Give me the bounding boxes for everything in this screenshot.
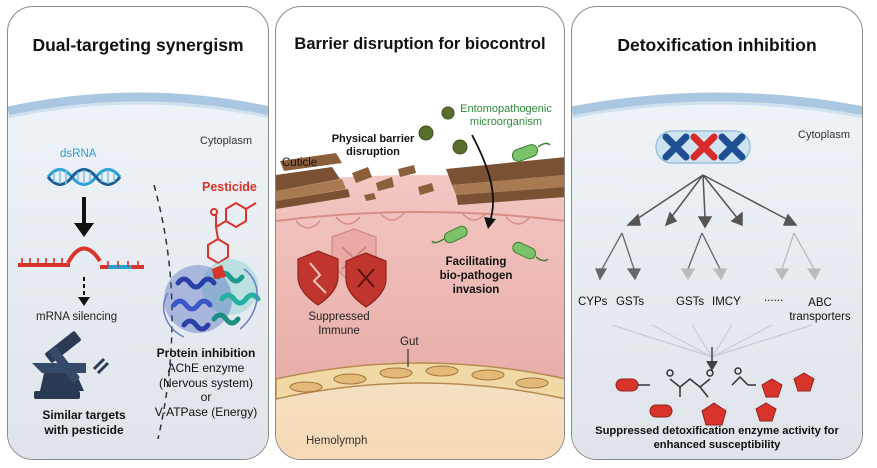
facilitating-line-2: bio-pathogen [439,270,513,282]
similar-targets-line-1: Similar targets [42,408,126,422]
protein-structure-icon [163,259,261,338]
enzyme-cyps: CYPs [578,296,608,308]
dashed-divider [153,184,173,440]
vatpase-label: V-ATPase (Energy) [154,405,258,420]
pesticide-label: Pesticide [202,180,257,194]
facilitating-line-1: Facilitating [445,256,507,268]
invasion-arrow-icon [471,134,496,229]
funnel-arrow-icon [706,347,718,371]
similar-targets-label: Similar targets with pesticide [8,408,160,438]
protein-inhibition-heading: Protein inhibition [156,346,256,360]
facilitating-invasion-label: Facilitating bio-pathogen invasion [426,255,526,297]
cuticle-left [276,153,350,209]
hammer-anvil-icon [32,331,110,399]
nervous-system-label: (Nervous system) [158,375,253,390]
enzyme-imcy: IMCY [712,296,741,308]
facilitating-line-3: invasion [452,284,500,296]
entomopathogenic-label: Entomopathogenic microorganism [446,103,564,129]
enzyme-abc-transporters: ABC transporters [780,296,860,324]
physical-barrier-line-1: Physical barrier [331,133,415,145]
detoxification-graphic [572,92,862,459]
cytoplasm-label: Cytoplasm [200,135,252,147]
physical-barrier-label: Physical barrier disruption [318,133,428,159]
panel-detoxification: Detoxification inhibition Cytoplasm CYPs… [571,6,863,460]
converging-funnel [611,324,813,358]
pesticide-molecule-icon [207,201,257,265]
suppressed-detox-label: Suppressed detoxification enzyme activit… [572,425,862,452]
abc-line-2: transporters [789,311,851,323]
cuticle-label: Cuticle [282,157,318,169]
suppressed-detox-line-2: enhanced susceptibility [653,438,781,451]
dual-targeting-graphic [8,92,268,459]
inhibitor-molecules-icon [615,367,815,426]
mrna-silencing-label: mRNA silencing [36,311,118,323]
dsrna-label: dsRNA [60,148,97,160]
down-arrow-icon [74,197,94,237]
cuticle-right [446,157,564,205]
barrier-disruption-graphic [276,106,564,459]
physical-barrier-line-2: disruption [346,146,400,158]
chromosome-icon [655,130,751,164]
similar-targets-line-2: with pesticide [44,423,124,437]
panel-title-detox: Detoxification inhibition [617,35,817,55]
suppressed-immune-line-2: Immune [318,325,360,337]
cytoplasm-label: Cytoplasm [798,129,850,141]
enzyme-ellipsis: ...... [764,292,784,304]
cell-membrane [8,92,268,116]
second-level-arrows [595,232,822,281]
cell-membrane [572,92,862,116]
dashed-arrow-icon [78,277,90,306]
cytoplasm-region [572,101,862,459]
suppressed-immune-shields-icon [297,228,387,308]
suppressed-detox-line-1: Suppressed detoxification enzyme activit… [595,425,839,437]
enzyme-gsts-2: GSTs [676,296,705,308]
branching-arrows [626,174,798,229]
panel-dual-targeting: Dual-targeting synergism Cytoplasm dsRNA… [7,6,269,460]
suppressed-immune-label: Suppressed Immune [294,310,384,338]
dsrna-helix-icon [46,168,122,186]
gut-label: Gut [400,336,419,348]
fungal-spores-icon [418,106,468,155]
or-label: or [200,390,212,405]
entomopathogenic-line-2: microorganism [469,116,543,128]
entomopathogenic-line-1: Entomopathogenic [460,103,552,115]
panel-title-barrier: Barrier disruption for biocontrol [294,35,546,53]
panel-barrier-disruption: Barrier disruption for biocontrol Entomo… [275,6,565,460]
protein-inhibition-text: Protein inhibition AChE enzyme (Nervous … [146,346,266,420]
enzyme-gsts-1: GSTs [616,296,645,308]
mrna-cleavage-icon [18,246,144,269]
epidermis-tissue [276,175,564,379]
ache-label: AChE enzyme [167,360,245,375]
suppressed-immune-line-1: Suppressed [308,311,370,323]
bacteria-icon [431,142,551,262]
panel-title-dual: Dual-targeting synergism [32,35,244,55]
cuticle-fragments [352,165,434,201]
hemolymph-label: Hemolymph [306,435,368,447]
abc-line-1: ABC [808,297,832,309]
